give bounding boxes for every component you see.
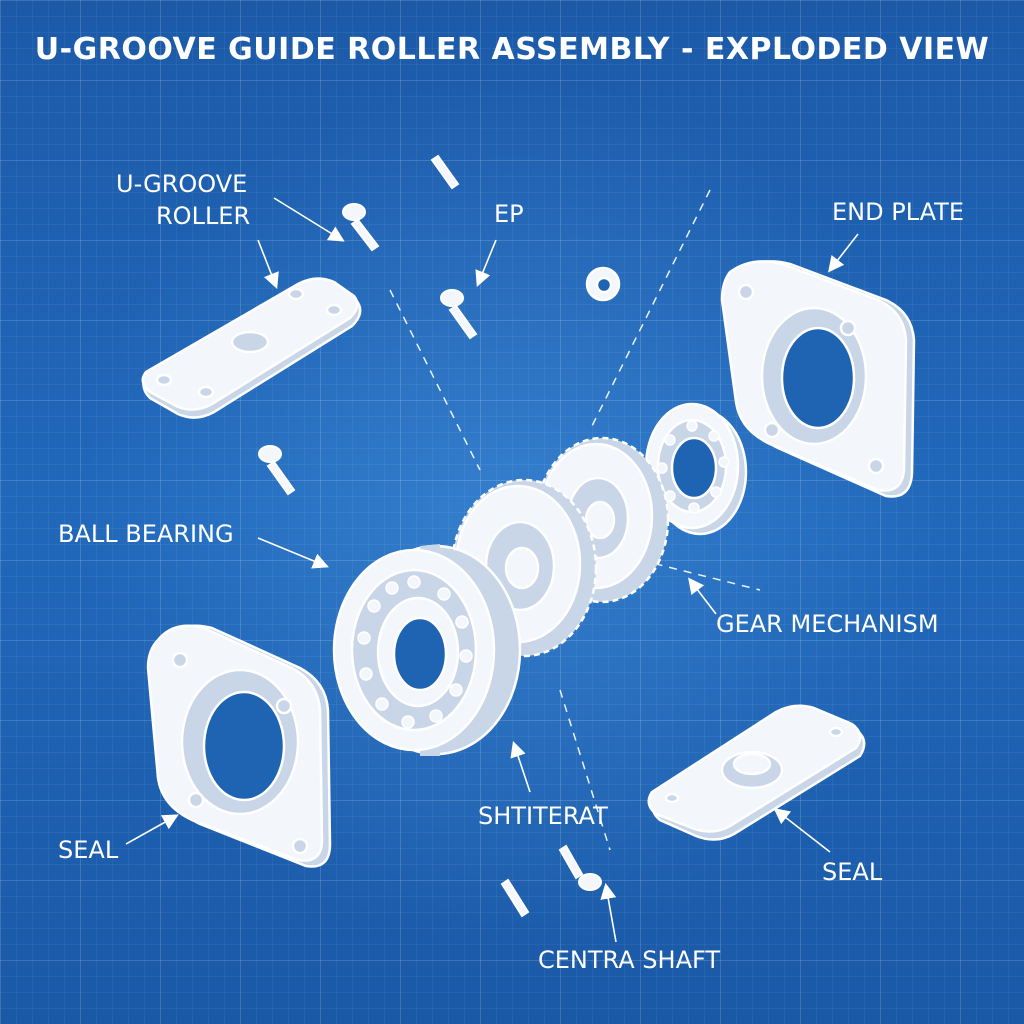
- label-centra-shaft: CENTRA SHAFT: [538, 946, 721, 974]
- assembly-axis-lines: [389, 189, 761, 851]
- label-gear-mechanism: GEAR MECHANISM: [716, 610, 939, 638]
- end-plate-part: [720, 260, 916, 498]
- small-ball-bearing: [644, 402, 748, 536]
- washer: [585, 266, 621, 302]
- left-seal-flange: [146, 624, 332, 868]
- label-shtiterat: SHTITERAT: [478, 802, 608, 830]
- main-ball-bearing: [332, 544, 522, 756]
- label-seal-right: SEAL: [822, 858, 883, 886]
- screw-top: [430, 154, 460, 190]
- label-seal-left: SEAL: [58, 836, 119, 864]
- screw-left: [258, 445, 296, 496]
- label-ball-bearing: BALL BEARING: [58, 520, 234, 548]
- leader-arrows: [125, 197, 859, 943]
- label-u-groove-roller-line1: U-GROOVE: [116, 170, 248, 198]
- diagram-title: U-GROOVE GUIDE ROLLER ASSEMBLY - EXPLODE…: [34, 32, 990, 67]
- label-u-groove-roller-line2: ROLLER: [156, 202, 251, 230]
- label-end-plate: END PLATE: [832, 198, 964, 226]
- screw-top-left: [342, 203, 380, 252]
- top-left-plate: [141, 277, 362, 419]
- screw-bottom: [558, 844, 602, 891]
- right-seal-plate: [647, 704, 866, 841]
- screws: [258, 154, 602, 918]
- screw-bottom-left: [500, 878, 530, 918]
- screw-mid: [440, 289, 478, 340]
- label-step: EP: [494, 200, 524, 228]
